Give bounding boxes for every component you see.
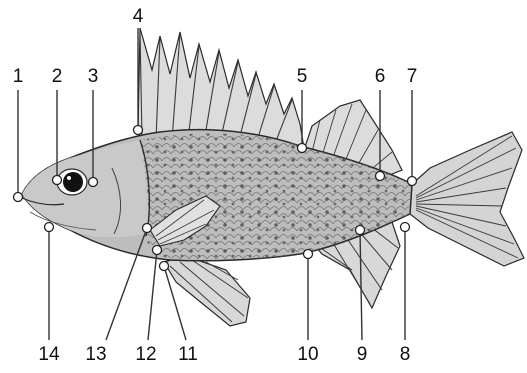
label-7: 7 [407,66,418,87]
label-1: 1 [13,66,24,87]
eye-highlight [67,176,71,180]
marker-10 [304,250,313,259]
label-2: 2 [52,66,63,87]
marker-11 [160,262,169,271]
marker-6 [376,172,385,181]
label-14: 14 [38,344,60,365]
marker-3 [89,178,98,187]
marker-7 [408,177,417,186]
marker-13 [143,224,152,233]
label-11: 11 [178,344,198,365]
label-3: 3 [88,66,99,87]
label-5: 5 [297,66,308,87]
marker-4 [134,126,143,135]
marker-5 [298,144,307,153]
label-6: 6 [375,66,386,87]
marker-12 [153,246,162,255]
marker-9 [356,226,365,235]
label-12: 12 [135,344,156,365]
pupil [63,172,83,192]
label-13: 13 [85,344,106,365]
label-9: 9 [357,344,368,365]
marker-8 [401,223,410,232]
marker-1 [14,193,23,202]
label-4: 4 [133,6,144,27]
marker-14 [45,223,54,232]
marker-2 [53,176,62,185]
label-10: 10 [297,344,318,365]
label-8: 8 [400,344,411,365]
